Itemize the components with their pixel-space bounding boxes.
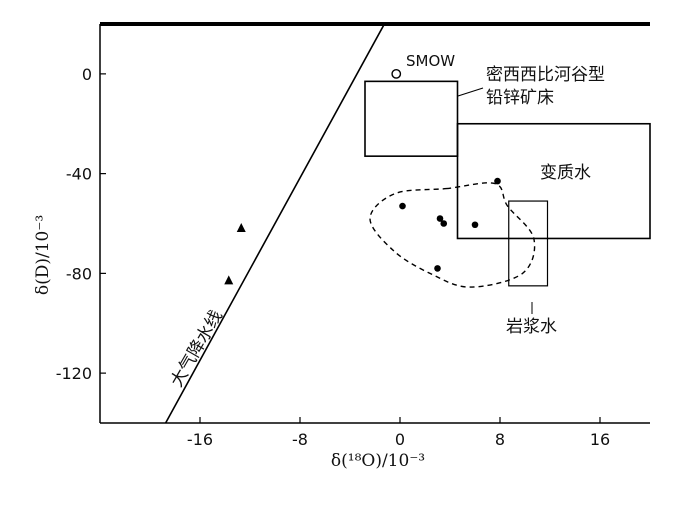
mvt-label-line2: 铅锌矿床 — [486, 88, 554, 108]
y-axis-ticks: 0 -40 -80 -120 — [56, 65, 106, 383]
magmatic-label: 岩浆水 — [506, 317, 557, 337]
mwl-label: 大气降水线 — [167, 307, 227, 391]
smow-marker — [391, 68, 402, 79]
data-point-circle — [471, 221, 479, 229]
data-point-circle — [436, 215, 444, 222]
smow-label: SMOW — [406, 52, 455, 70]
x-tick-label: 16 — [590, 430, 610, 449]
region-magmatic — [508, 200, 549, 287]
data-point-triangle — [236, 222, 246, 232]
region-metamorphic — [456, 122, 651, 240]
x-tick-label: -8 — [292, 430, 308, 449]
region-mvt — [364, 80, 459, 157]
y-tick-label: -80 — [66, 264, 92, 283]
plot-frame — [99, 22, 650, 424]
y-axis-label: δ(D)/10⁻³ — [33, 215, 53, 295]
x-axis-label: δ(¹⁸O)/10⁻³ — [331, 451, 425, 471]
data-point-circle — [440, 220, 448, 227]
data-point-circle — [434, 265, 441, 272]
data-point-circle — [399, 202, 406, 210]
y-tick-label: -120 — [56, 364, 92, 383]
meteoric-water-line-group — [164, 23, 386, 424]
metamorphic-label: 变质水 — [540, 163, 591, 183]
mvt-label-line1: 密西西比河谷型 — [486, 65, 605, 85]
y-tick-label: 0 — [82, 65, 92, 84]
data-point-triangle — [224, 275, 234, 285]
data-point-circle — [494, 177, 501, 185]
x-axis-ticks: -16 -8 0 8 16 — [187, 417, 610, 449]
dashed-field-outline — [369, 182, 536, 288]
y-tick-label: -40 — [66, 165, 92, 184]
data-points — [224, 68, 501, 285]
meteoric-water-line — [164, 23, 386, 424]
x-tick-label: 8 — [495, 430, 505, 449]
x-tick-label: -16 — [187, 430, 213, 449]
mvt-leader-line — [457, 87, 484, 97]
regions — [364, 80, 651, 287]
dashed-field-group — [369, 182, 536, 288]
x-tick-label: 0 — [395, 430, 405, 449]
